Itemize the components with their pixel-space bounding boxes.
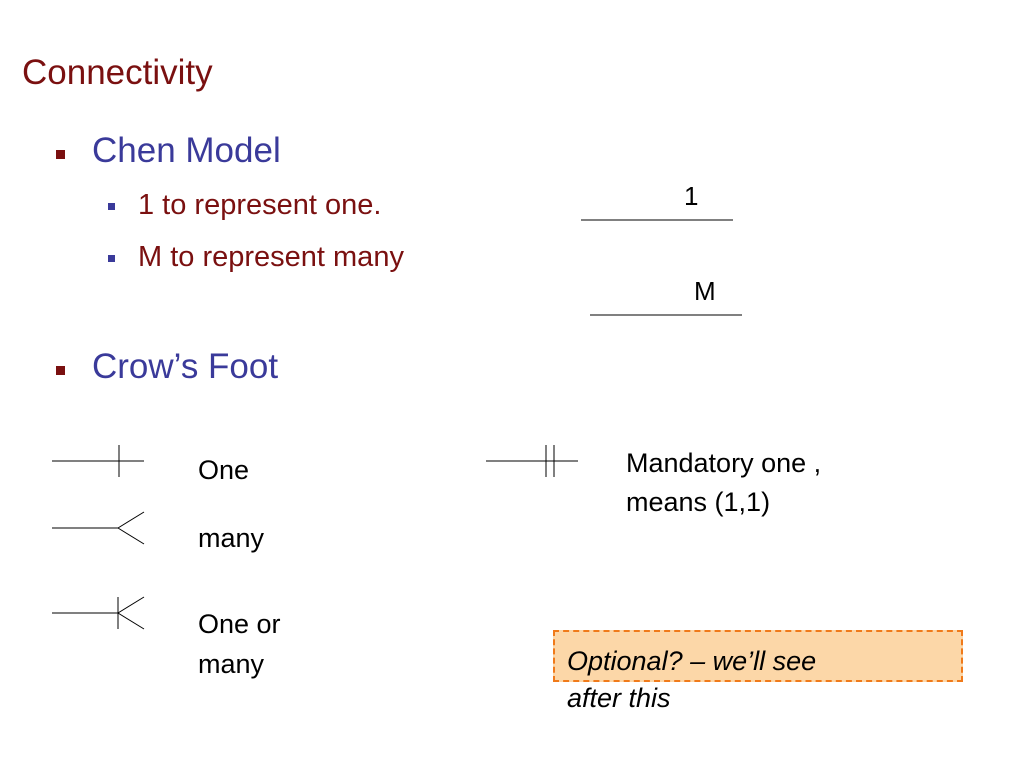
label-one-or-many-1: One or xyxy=(198,609,281,639)
label-many: many xyxy=(198,523,265,553)
crowsfoot-one-symbol xyxy=(52,445,144,477)
chen-item-one: 1 to represent one. xyxy=(138,189,382,221)
slide-title: Connectivity xyxy=(22,53,213,92)
crowsfoot-many-symbol xyxy=(52,511,145,545)
bullet-crowsfoot xyxy=(56,366,65,375)
crowsfoot-one-or-many-symbol xyxy=(52,596,145,630)
crowsfoot-mandatory-one-symbol xyxy=(486,445,578,477)
optional-note-line1: Optional? – we’ll see xyxy=(567,646,817,676)
label-mandatory-1: Mandatory one , xyxy=(626,448,822,478)
optional-note-box xyxy=(553,630,963,682)
bullet-chen xyxy=(56,150,65,159)
chen-item-many: M to represent many xyxy=(138,241,404,273)
bullet-chen-many xyxy=(108,255,115,262)
chen-one-label: 1 xyxy=(684,181,699,211)
bullet-chen-one xyxy=(108,203,115,210)
label-one-or-many-2: many xyxy=(198,649,265,679)
label-one: One xyxy=(198,455,250,485)
label-mandatory-2: means (1,1) xyxy=(626,487,771,517)
chen-heading: Chen Model xyxy=(92,131,281,170)
crowsfoot-heading: Crow’s Foot xyxy=(92,347,279,386)
chen-many-label: M xyxy=(694,276,716,306)
optional-note-line2: after this xyxy=(567,683,671,713)
